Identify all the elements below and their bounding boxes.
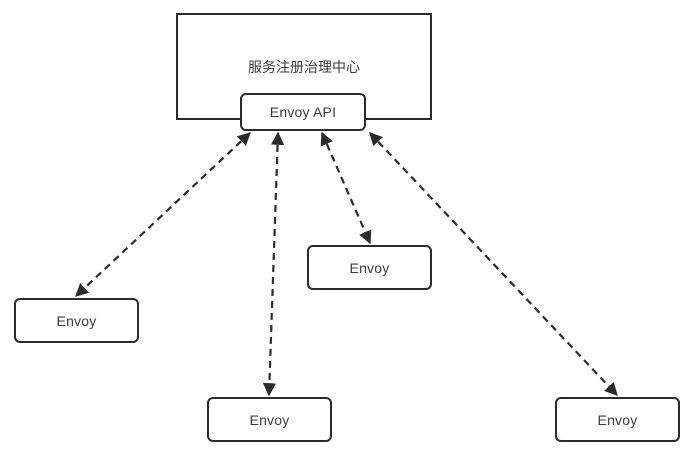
envoy-node-left[interactable]: Envoy xyxy=(14,298,139,343)
edge-api-to-envoy-mid xyxy=(320,131,372,245)
edge-api-to-envoy-right xyxy=(369,132,618,396)
envoy-node-left-label: Envoy xyxy=(56,312,97,329)
envoy-node-right[interactable]: Envoy xyxy=(555,397,680,442)
edge-api-to-envoy-bottom xyxy=(262,131,285,397)
edge-api-to-envoy-left xyxy=(75,132,251,297)
envoy-node-middle[interactable]: Envoy xyxy=(307,245,432,290)
envoy-node-bottom[interactable]: Envoy xyxy=(207,397,332,442)
envoy-node-bottom-label: Envoy xyxy=(249,411,290,428)
envoy-node-middle-label: Envoy xyxy=(349,259,390,276)
envoy-api-label: Envoy API xyxy=(269,104,337,120)
registry-center-title: 服务注册治理中心 xyxy=(248,59,360,75)
envoy-api-gateway-node[interactable]: Envoy API xyxy=(240,93,366,131)
envoy-node-right-label: Envoy xyxy=(597,411,638,428)
